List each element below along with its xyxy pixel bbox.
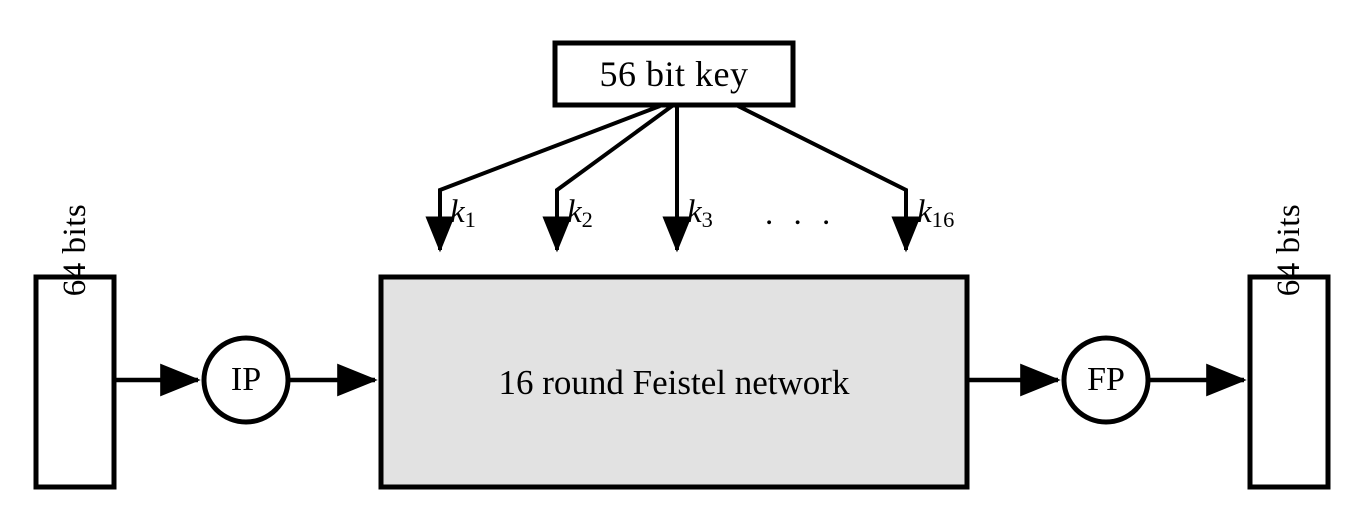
round-keys-ellipsis: . . . <box>765 196 837 232</box>
key-line-k2 <box>542 104 674 253</box>
feistel-network-box <box>378 274 970 490</box>
key-line-k1 <box>425 104 661 253</box>
round-key-base-k2: k <box>567 194 582 230</box>
key-box-label: 56 bit key <box>599 54 749 94</box>
input-bits-label: 64 bits <box>56 203 93 297</box>
input-bits-box <box>33 274 117 490</box>
round-key-base-k3: k <box>687 194 702 230</box>
feistel-network-label: 16 round Feistel network <box>498 362 850 402</box>
round-key-label-k3: k3 <box>687 196 713 231</box>
round-key-base-k1: k <box>450 194 465 230</box>
round-key-subscript-k16: 16 <box>931 206 955 232</box>
fp-node <box>1061 335 1151 425</box>
key-fanout-lines <box>425 104 921 253</box>
ip-node <box>201 335 291 425</box>
key-box <box>552 40 796 108</box>
fp-node-label: FP <box>1087 361 1125 398</box>
output-bits-box <box>1247 274 1331 490</box>
round-key-label-k16: k16 <box>917 196 955 231</box>
round-key-subscript-k1: 1 <box>464 206 477 232</box>
output-bits-label: 64 bits <box>1270 203 1307 297</box>
round-key-label-k1: k1 <box>450 196 476 231</box>
round-key-label-k2: k2 <box>567 196 593 231</box>
key-line-k16 <box>737 104 921 253</box>
round-key-subscript-k2: 2 <box>581 206 594 232</box>
ip-node-label: IP <box>230 361 262 398</box>
round-key-base-k16: k <box>917 194 932 230</box>
round-key-subscript-k3: 3 <box>701 206 714 232</box>
